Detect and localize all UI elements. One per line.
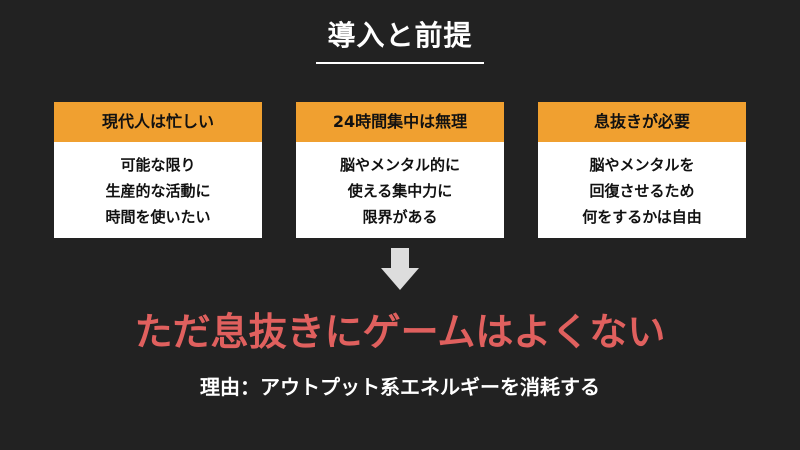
- title-underline: [316, 62, 484, 64]
- card-body: 脳やメンタル的に 使える集中力に 限界がある: [296, 142, 504, 230]
- card-line: 何をするかは自由: [582, 208, 702, 226]
- slide-title: 導入と前提: [327, 19, 473, 52]
- card-body: 可能な限り 生産的な活動に 時間を使いたい: [54, 142, 262, 230]
- premise-card-focus-limit: 24時間集中は無理 脳やメンタル的に 使える集中力に 限界がある: [296, 102, 504, 238]
- reason-text: 理由：アウトプット系エネルギーを消耗する: [200, 375, 600, 399]
- card-line: 時間を使いたい: [105, 208, 211, 226]
- card-line: 脳やメンタルを: [589, 156, 695, 174]
- headline: ただ息抜きにゲームはよくない: [134, 310, 666, 354]
- card-header: 息抜きが必要: [538, 102, 746, 142]
- premise-card-need-break: 息抜きが必要 脳やメンタルを 回復させるため 何をするかは自由: [538, 102, 746, 238]
- card-line: 可能な限り: [120, 156, 196, 174]
- card-line: 生産的な活動に: [105, 182, 211, 200]
- card-header: 24時間集中は無理: [296, 102, 504, 142]
- card-line: 回復させるため: [589, 182, 695, 200]
- premise-card-busy: 現代人は忙しい 可能な限り 生産的な活動に 時間を使いたい: [54, 102, 262, 238]
- card-body: 脳やメンタルを 回復させるため 何をするかは自由: [538, 142, 746, 230]
- down-arrow-icon: [381, 248, 419, 290]
- card-header: 現代人は忙しい: [54, 102, 262, 142]
- card-line: 使える集中力に: [347, 182, 453, 200]
- card-line: 脳やメンタル的に: [339, 156, 460, 174]
- card-line: 限界がある: [362, 208, 438, 226]
